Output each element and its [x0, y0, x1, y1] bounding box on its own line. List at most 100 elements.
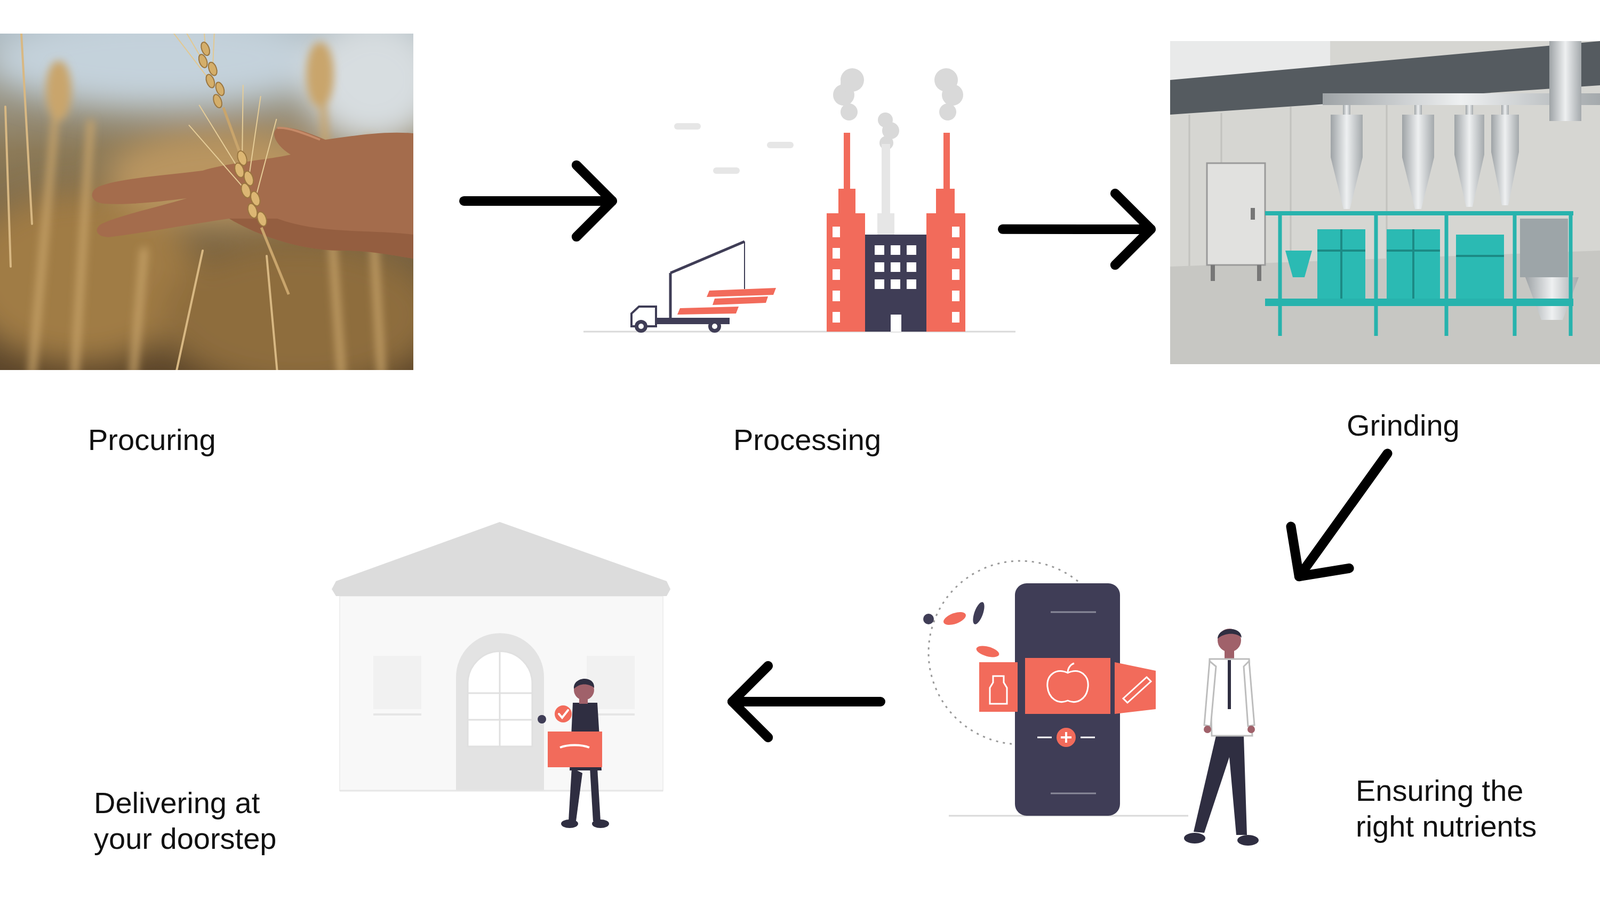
- delivery-illustration: [373, 713, 422, 716]
- factory-illustration: [706, 288, 776, 298]
- factory-illustration: [890, 314, 902, 332]
- delivery-illustration: [589, 768, 601, 822]
- wheat-photo: [176, 250, 203, 371]
- mill-photo: [1285, 250, 1312, 278]
- factory-illustration: [832, 312, 840, 323]
- factory-illustration: [874, 279, 885, 290]
- wheat-photo: [229, 218, 414, 259]
- delivery-illustration: [339, 790, 663, 792]
- wheat-photo: [0, 33, 414, 371]
- wheat-photo: [266, 256, 278, 371]
- wheat-photo: [198, 99, 240, 176]
- nutrition-app-illustration: [1193, 736, 1247, 836]
- mill-photo: [1569, 213, 1573, 336]
- delivery-illustration: [573, 678, 595, 690]
- factory-illustration: [877, 112, 893, 128]
- wheat-photo: [182, 78, 299, 212]
- mill-photo: [1549, 41, 1582, 122]
- mill-photo: [1206, 163, 1266, 266]
- nutrition-app-illustration: [941, 609, 968, 628]
- stage-node: Delivering at your doorstep: [80, 520, 671, 862]
- delivery-illustration: [537, 715, 547, 724]
- factory-illustration: [906, 279, 917, 290]
- nutrition-app-illustration: [970, 601, 987, 627]
- factory-illustration: [744, 241, 746, 290]
- factory-illustration: [670, 241, 745, 274]
- flow-arrow: [1290, 453, 1388, 578]
- factory-illustration: [674, 123, 701, 130]
- nutrition-app-illustration: [1203, 725, 1212, 734]
- factory-illustration: [943, 132, 950, 189]
- factory-illustration: [840, 76, 856, 92]
- nutrition-app-illustration: [1184, 833, 1206, 844]
- wheat-photo: [167, 33, 204, 66]
- mill-photo: [1374, 213, 1379, 336]
- mill-photo: [1414, 105, 1422, 116]
- delivery-illustration: [456, 633, 544, 792]
- stage-label: Grinding: [1346, 407, 1460, 444]
- nutrition-app-illustration: [923, 561, 1259, 846]
- mill-photo: [1170, 41, 1600, 115]
- mill-photo: [1454, 154, 1485, 207]
- wheat-photo: [277, 128, 320, 140]
- arrow-line: [1299, 453, 1388, 578]
- factory-illustration: [677, 306, 739, 315]
- wheat-photo: [211, 93, 224, 109]
- mill-photo: [1290, 106, 1292, 264]
- factory-illustration: [926, 213, 966, 332]
- wheat-photo: [49, 64, 69, 118]
- mill-photo: [1340, 229, 1343, 299]
- nutrition-app-illustration: [1247, 725, 1255, 734]
- stage-label: Ensuring the right nutrients: [1355, 772, 1570, 845]
- delivery-illustration: [586, 656, 635, 710]
- factory-illustration: [906, 262, 917, 272]
- wheat-photo: [304, 33, 414, 144]
- nutrition-app-illustration: [1080, 737, 1095, 739]
- factory-illustration: [832, 226, 840, 238]
- factory-illustration: [708, 320, 722, 333]
- flow-arrow: [464, 165, 613, 237]
- factory-illustration: [952, 312, 960, 323]
- factory-illustration: [766, 141, 794, 149]
- nutrition-app-illustration: [1217, 628, 1242, 653]
- wheat-photo: [21, 33, 32, 224]
- factory-illustration: [583, 68, 1016, 333]
- stage-node: Processing: [613, 71, 1003, 464]
- mill-photo: [1402, 114, 1435, 158]
- factory-illustration: [890, 279, 901, 290]
- mill-photo: [1386, 229, 1440, 299]
- mill-photo: [1465, 105, 1474, 116]
- wheat-photo: [261, 226, 289, 296]
- mill-photo: [1265, 298, 1574, 307]
- factory-illustration: [865, 234, 927, 332]
- nutrition-app-illustration: [1014, 583, 1120, 816]
- nutrition-app-illustration: [974, 644, 1000, 660]
- nutrition-app-illustration: [1037, 737, 1052, 739]
- delivery-illustration: [467, 719, 533, 722]
- mill-photo: [1412, 229, 1415, 299]
- mill-photo: [1402, 157, 1435, 210]
- mill-photo: [1491, 152, 1519, 206]
- stage-label: Procuring: [88, 421, 216, 458]
- factory-illustration: [890, 262, 901, 272]
- factory-illustration: [843, 132, 851, 189]
- factory-illustration: [934, 68, 958, 92]
- factory-illustration: [939, 103, 957, 121]
- nutrition-app-illustration: [1243, 661, 1255, 727]
- nutrition-app-illustration: [989, 676, 1007, 704]
- factory-illustration: [874, 245, 917, 332]
- factory-illustration: [638, 323, 644, 330]
- nutrition-app-illustration: [1025, 658, 1111, 715]
- nutrition-app-illustration: [1227, 660, 1231, 710]
- wheat-photo: [92, 127, 414, 259]
- mill-photo: [1444, 213, 1449, 336]
- mill-photo: [1317, 229, 1366, 299]
- wheat-photo: [204, 73, 216, 89]
- wheat-photo: [133, 250, 144, 371]
- factory-illustration: [713, 167, 740, 174]
- mill-photo: [1210, 265, 1215, 282]
- mill-photo: [1330, 114, 1363, 158]
- arrow-head: [1290, 526, 1349, 577]
- arrow-head: [576, 165, 613, 237]
